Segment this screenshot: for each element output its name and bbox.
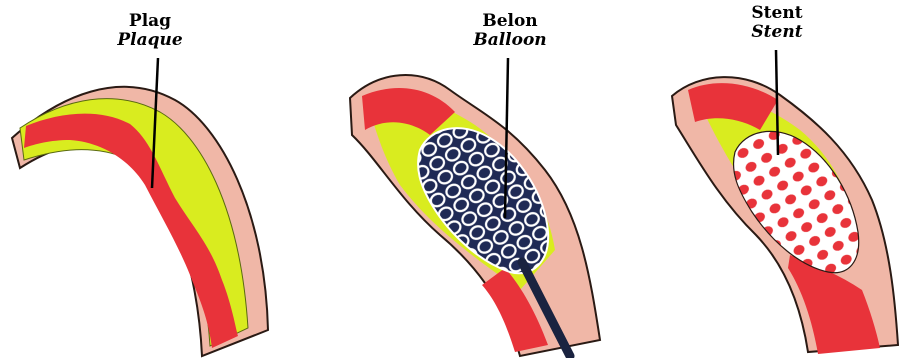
panel-stent	[672, 50, 898, 354]
plaque-label-secondary: Plaque	[95, 31, 205, 50]
balloon-label-secondary: Balloon	[455, 31, 565, 50]
stent-label: Stent Stent	[722, 4, 832, 42]
plaque-label: Plag Plaque	[95, 12, 205, 50]
plaque-label-primary: Plag	[95, 12, 205, 31]
balloon-label: Belon Balloon	[455, 12, 565, 50]
balloon-label-primary: Belon	[455, 12, 565, 31]
stent-label-secondary: Stent	[722, 23, 832, 42]
panel-balloon	[350, 58, 600, 356]
stent-label-primary: Stent	[722, 4, 832, 23]
panel-plaque	[12, 58, 268, 356]
